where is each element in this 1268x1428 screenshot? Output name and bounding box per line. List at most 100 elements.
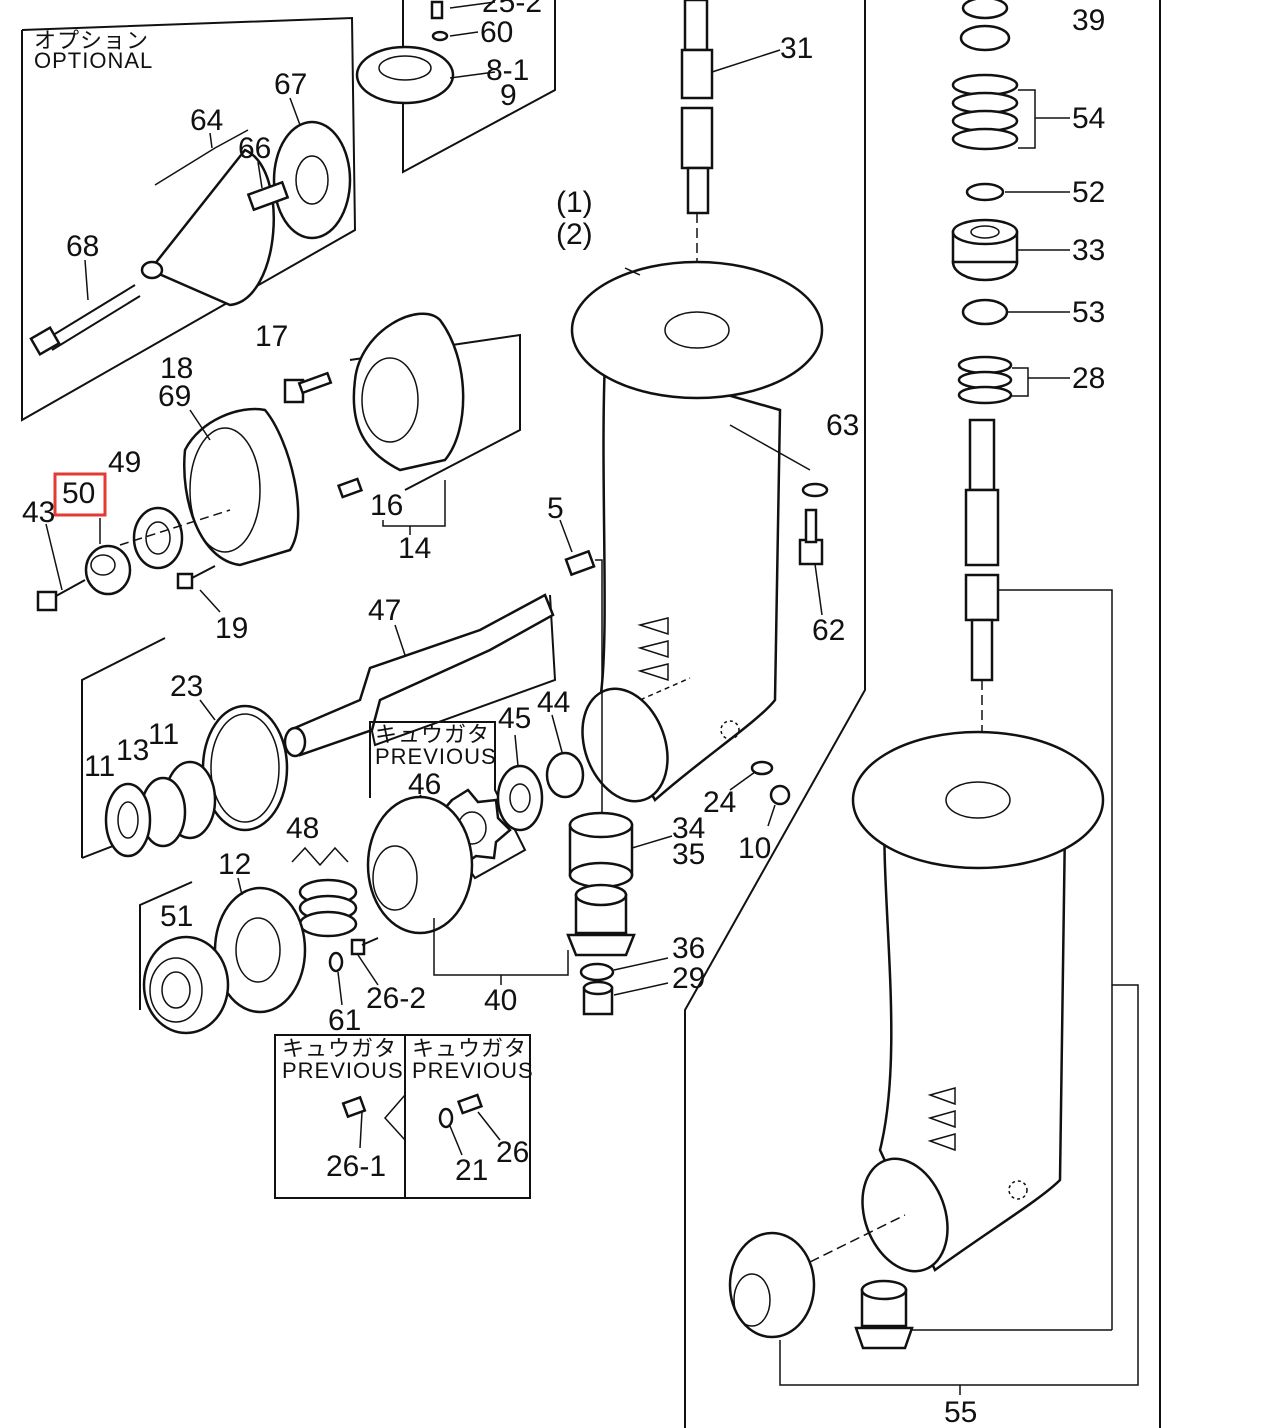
label-13: 13 — [116, 734, 149, 767]
previous-label-en-3: PREVIOUS — [412, 1058, 534, 1083]
part-53-seal — [961, 298, 1009, 326]
label-45: 45 — [498, 702, 531, 735]
label-33: 33 — [1072, 234, 1105, 267]
label-9: 9 — [500, 79, 517, 112]
previous-label-en-1: PREVIOUS — [375, 744, 497, 769]
part-51-bearing — [139, 881, 230, 1035]
label-53: 53 — [1072, 296, 1105, 329]
label-11-a: 11 — [84, 750, 115, 783]
label-29: 29 — [672, 962, 705, 995]
label-35: 35 — [672, 838, 705, 871]
part-49-seal — [132, 506, 184, 570]
label-16: 16 — [370, 489, 403, 522]
label-52: 52 — [1072, 176, 1105, 209]
part-28-spring — [957, 355, 1013, 405]
part-31-shaft — [680, 0, 781, 290]
bearing-assembly-box — [81, 637, 289, 859]
previous-box-26: キュウガタ PREVIOUS キュウガタ PREVIOUS — [274, 1034, 534, 1199]
label-21: 21 — [455, 1154, 488, 1187]
label-17: 17 — [255, 320, 288, 353]
part-14-bearing-housing — [283, 312, 521, 535]
part-18-gear-case — [183, 407, 300, 567]
part-66-spring — [246, 180, 290, 212]
label-19: 19 — [215, 612, 248, 645]
label-25-2: 25-2 — [482, 0, 542, 19]
part-43-bolt — [36, 523, 86, 612]
label-39: 39 — [1072, 4, 1105, 37]
part-55-lower-housing — [728, 730, 1105, 1395]
part-34-35-bearing — [568, 811, 673, 889]
label-67: 67 — [274, 68, 307, 101]
label-61: 61 — [328, 1004, 361, 1037]
part-50-nut — [84, 518, 132, 596]
label-23: 23 — [170, 670, 203, 703]
label-18: 18 — [160, 352, 193, 385]
part-61-26-2-bolt — [328, 937, 379, 1006]
part-47-shaft — [283, 593, 557, 758]
part-33-bearing — [951, 218, 1019, 282]
part-24-10-small — [729, 760, 791, 827]
label-46: 46 — [408, 768, 441, 801]
part-5-pin — [559, 519, 603, 820]
label-51: 51 — [160, 900, 193, 933]
part-67-disc — [272, 120, 352, 240]
previous-label-jp-1: キュウガタ — [375, 722, 490, 747]
label-49: 49 — [108, 446, 141, 479]
label-48: 48 — [286, 812, 319, 845]
label-69: 69 — [158, 380, 191, 413]
label-28: 28 — [1072, 362, 1105, 395]
label-2: (2) — [556, 218, 593, 251]
part-labels: 25-2 60 8-1 9 31 39 54 52 33 53 28 67 64… — [22, 0, 1105, 1428]
label-26-1: 26-1 — [326, 1150, 386, 1183]
label-40: 40 — [484, 984, 517, 1017]
part-40-bevel-gear — [366, 795, 669, 1016]
label-63: 63 — [826, 409, 859, 442]
label-34: 34 — [672, 812, 705, 845]
label-5: 5 — [547, 492, 564, 525]
part-19-screw — [176, 565, 221, 613]
part-52-washer — [965, 182, 1005, 202]
label-12: 12 — [218, 848, 251, 881]
part-62-63-bolt — [729, 424, 829, 616]
previous-label-jp-3: キュウガタ — [412, 1036, 527, 1061]
label-24: 24 — [703, 786, 736, 819]
label-8-1: 8-1 — [486, 54, 529, 87]
label-26-2: 26-2 — [366, 982, 426, 1015]
label-62: 62 — [812, 614, 845, 647]
part-68-bolt — [44, 284, 136, 341]
label-68: 68 — [66, 230, 99, 263]
label-44: 44 — [537, 686, 570, 719]
part-54-spring — [951, 73, 1019, 151]
optional-box: オプション OPTIONAL — [21, 16, 357, 422]
label-55: 55 — [944, 1396, 977, 1428]
label-66: 66 — [238, 132, 271, 165]
label-26: 26 — [496, 1136, 529, 1169]
optional-label-en: OPTIONAL — [34, 48, 153, 73]
label-60: 60 — [480, 16, 513, 49]
right-column-parts — [684, 0, 1161, 1428]
highlight-box-part-50 — [53, 472, 107, 517]
part-1-housing — [570, 260, 824, 803]
label-31: 31 — [780, 32, 813, 65]
part-23-oring — [201, 704, 289, 832]
label-36: 36 — [672, 932, 705, 965]
label-10: 10 — [738, 832, 771, 865]
part-48-spring — [291, 846, 358, 938]
part-36-washer — [579, 962, 615, 982]
part-45-44-bearings — [496, 714, 585, 832]
part-39-lockwasher — [959, 24, 1011, 52]
label-47: 47 — [368, 594, 401, 627]
label-64: 64 — [190, 104, 223, 137]
lower-shaft — [964, 418, 1000, 790]
previous-label-en-2: PREVIOUS — [282, 1058, 404, 1083]
optional-label-jp: オプション — [34, 28, 149, 53]
label-43: 43 — [22, 496, 55, 529]
part-64-cone — [148, 148, 275, 307]
label-1: (1) — [556, 186, 593, 219]
label-11-b: 11 — [148, 718, 179, 751]
part-11-bearing-a — [104, 782, 152, 858]
label-54: 54 — [1072, 102, 1105, 135]
part-8-1-plate — [355, 0, 556, 174]
label-14: 14 — [398, 532, 431, 565]
